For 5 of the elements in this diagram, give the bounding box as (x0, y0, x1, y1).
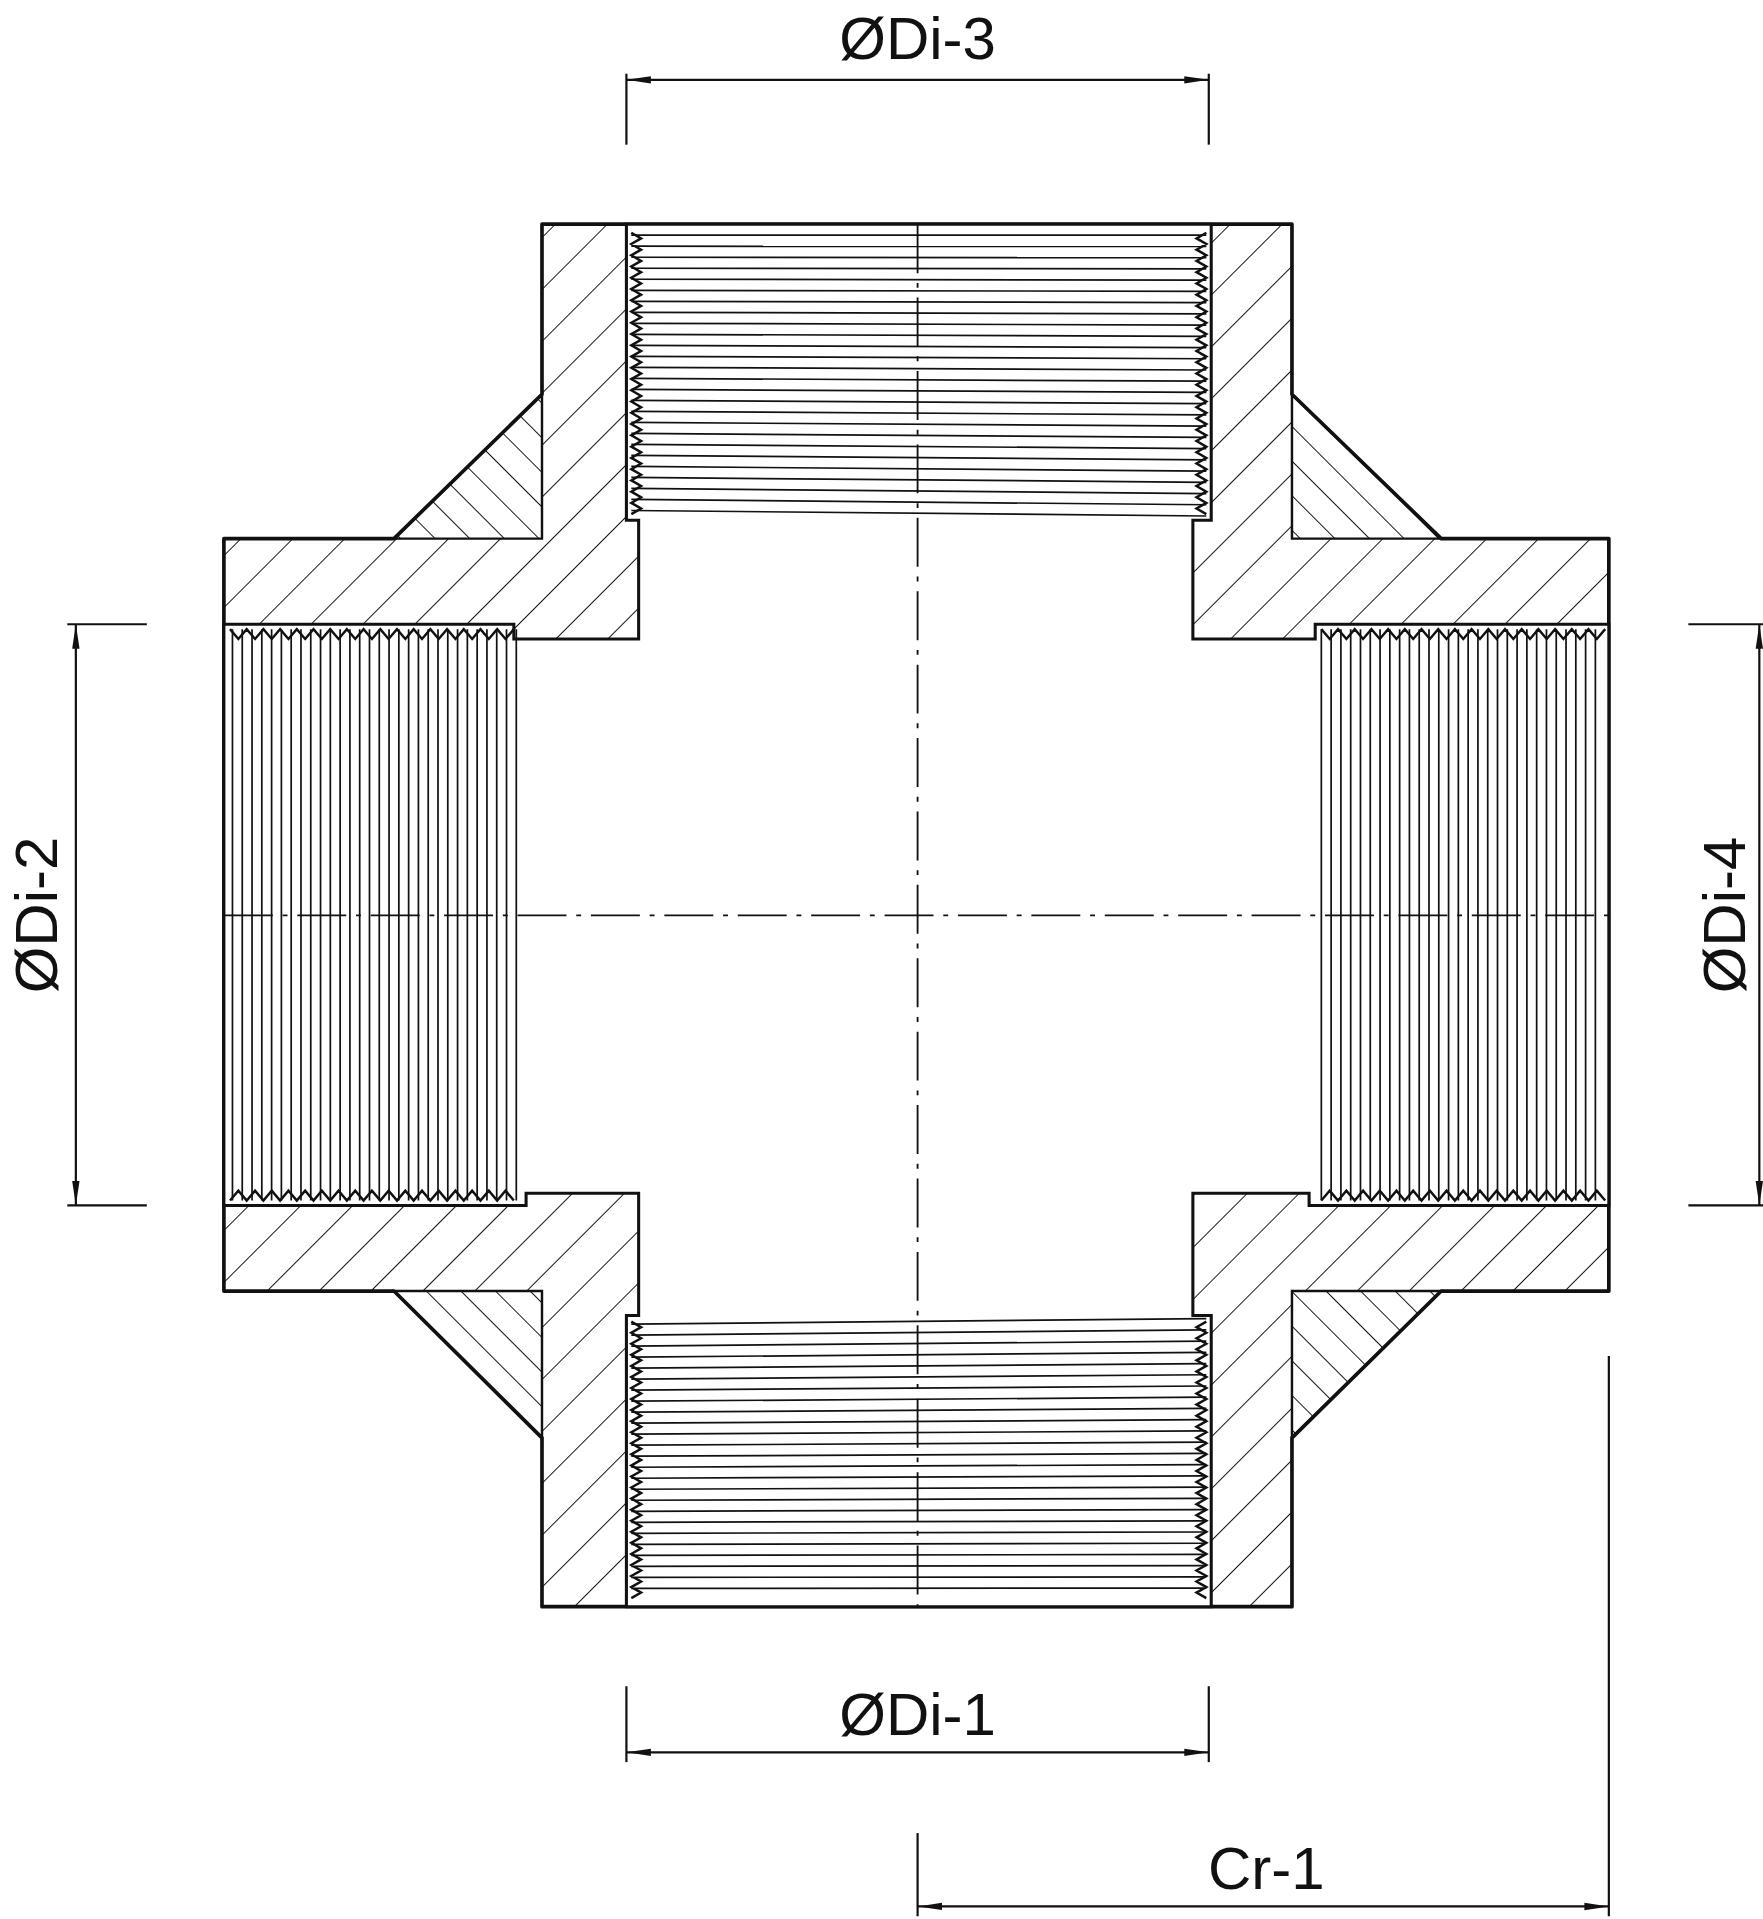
dimension-label: ØDi-4 (1695, 836, 1756, 994)
dimension-label: ØDi-3 (839, 9, 996, 70)
dimension-label: ØDi-2 (6, 836, 67, 994)
dimension-label: Cr-1 (1207, 1839, 1325, 1900)
dimension-label: ØDi-1 (839, 1685, 996, 1746)
